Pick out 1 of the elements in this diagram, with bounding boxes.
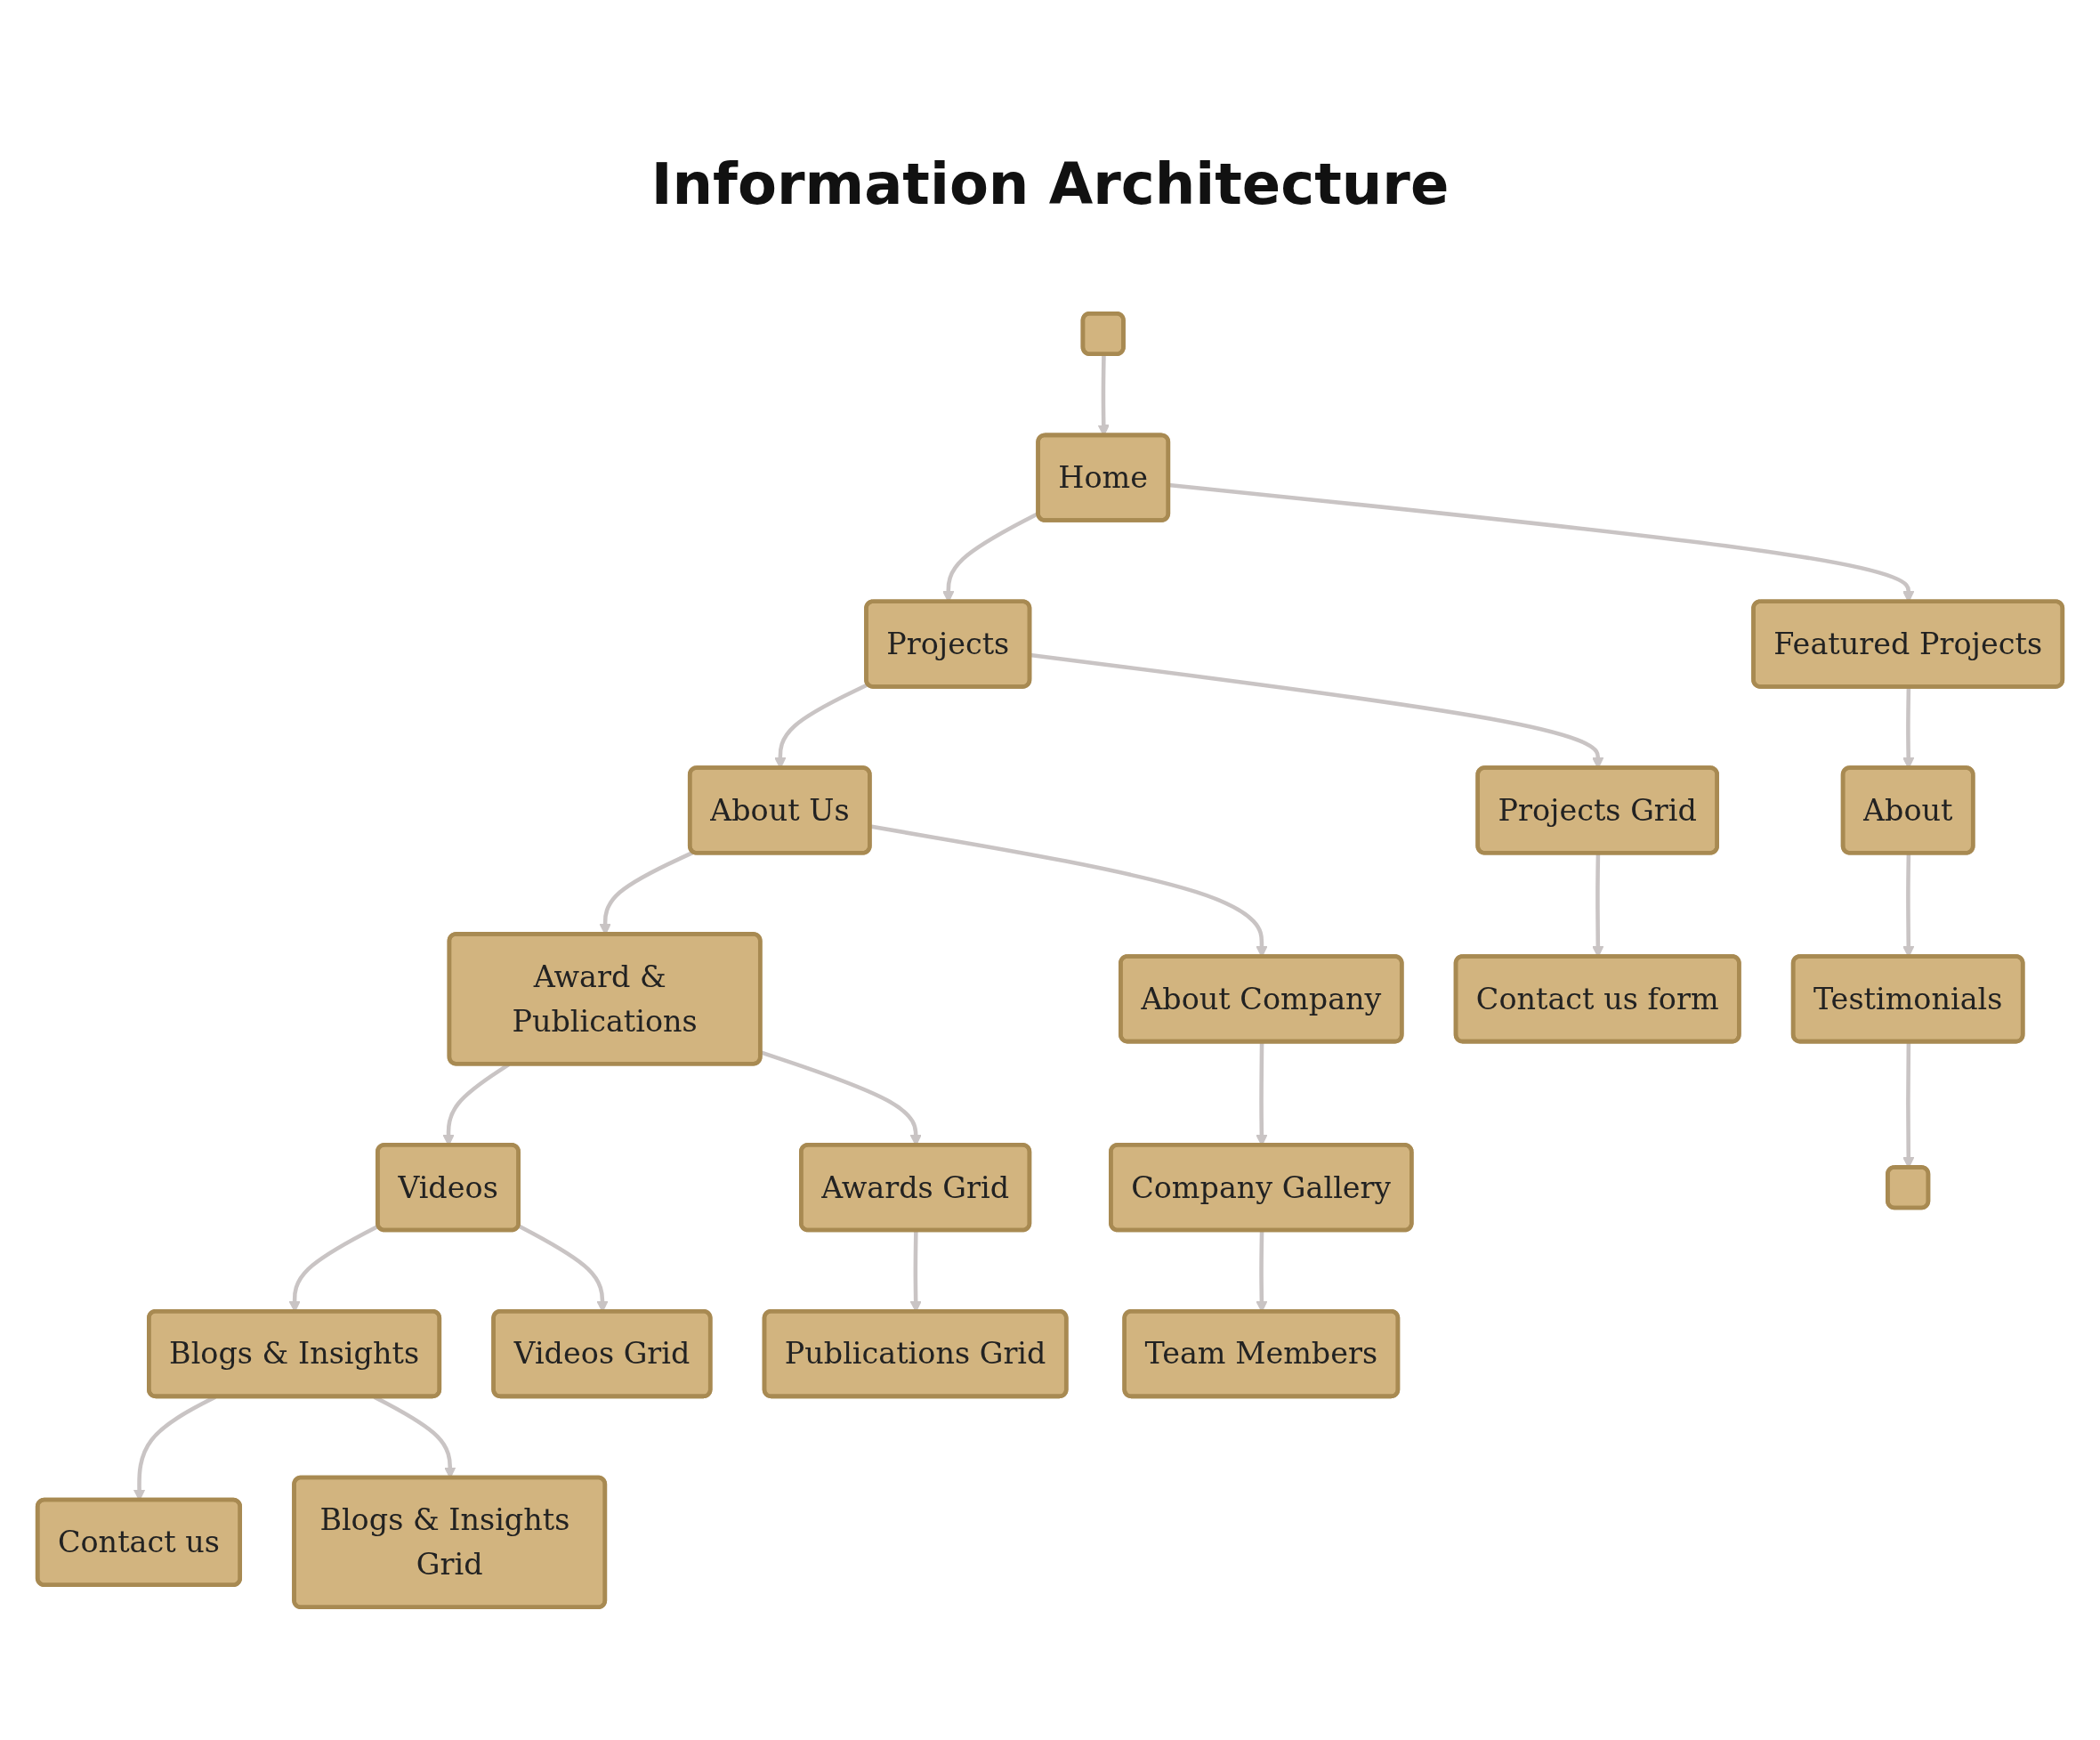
diagram-title: Information Architecture — [650, 151, 1450, 217]
